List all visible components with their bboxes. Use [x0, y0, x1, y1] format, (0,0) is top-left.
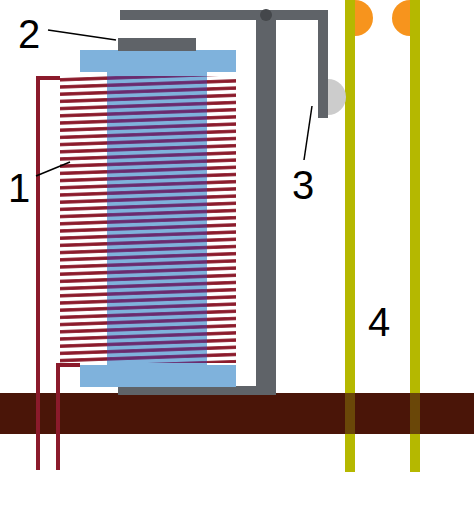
- contact-strip: [345, 393, 355, 434]
- leader-line: [48, 30, 116, 40]
- coil-winding: [60, 76, 107, 363]
- leader-line: [304, 106, 312, 160]
- contact-strip: [410, 393, 420, 434]
- contact-strip: [410, 0, 420, 472]
- bobbin-flange: [80, 50, 236, 72]
- coil-lead: [58, 365, 80, 470]
- callout-number: 3: [292, 165, 314, 205]
- callout-number: 4: [368, 302, 390, 342]
- callout-number: 2: [18, 14, 40, 54]
- contact-strip: [345, 0, 355, 472]
- leader-line: [36, 162, 70, 176]
- moving-contact: [328, 79, 346, 115]
- base-plate: [0, 393, 474, 434]
- coil-winding: [107, 76, 207, 363]
- lever: [120, 10, 328, 20]
- armature: [118, 38, 196, 51]
- pivot: [260, 9, 272, 21]
- coil-winding: [207, 76, 236, 363]
- contact-point: [392, 0, 410, 36]
- coil-core: [107, 72, 207, 365]
- contact-point: [355, 0, 373, 36]
- callout-number: 1: [8, 168, 30, 208]
- bobbin-flange: [80, 365, 236, 387]
- yoke: [118, 386, 276, 395]
- lever-arm: [318, 10, 328, 118]
- yoke: [256, 12, 276, 395]
